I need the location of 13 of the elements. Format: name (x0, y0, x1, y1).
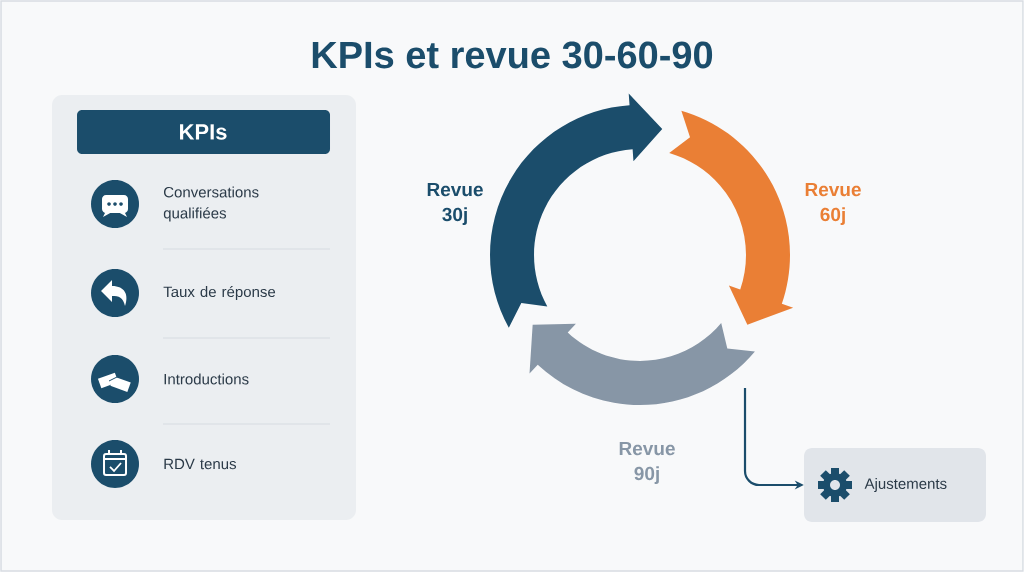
kpi-label: RDV tenus (164, 458, 236, 470)
kpi-label: Taux de réponse (163, 285, 276, 301)
action-box: Ajustements (804, 448, 986, 522)
cycle-arrow (490, 93, 663, 328)
kpi-label: Conversations qualifiées (163, 186, 259, 222)
cycle-arrow (529, 323, 755, 405)
cycle-arrow (669, 110, 794, 325)
kpi-label: Introductions (164, 373, 249, 385)
title: KPIs et revue 30-60-90 (312, 41, 713, 69)
phase-label: Revue 90j (619, 442, 675, 484)
phase-label: Revue 30j (427, 183, 483, 225)
panel-header: KPIs (77, 110, 330, 154)
phase-label: Revue 60j (805, 183, 861, 225)
